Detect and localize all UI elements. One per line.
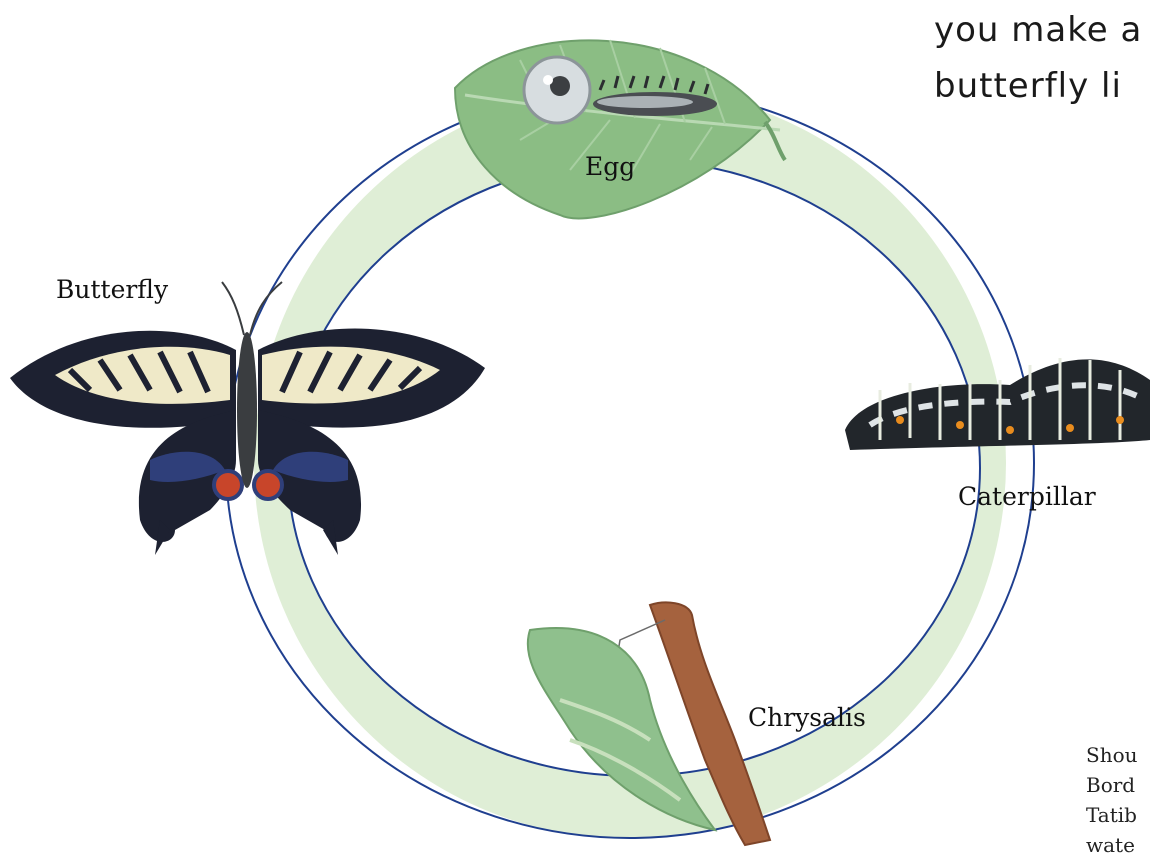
side-note-line-4: wate xyxy=(1086,832,1135,858)
stage-label-egg: Egg xyxy=(585,152,635,181)
side-note-line-2: Bord xyxy=(1086,772,1135,798)
egg-illustration xyxy=(524,57,590,123)
side-note-line-1: Shou xyxy=(1086,742,1138,768)
stage-label-caterpillar: Caterpillar xyxy=(958,482,1096,511)
stage-label-chrysalis: Chrysalis xyxy=(748,703,866,732)
side-note-line-3: Tatib xyxy=(1086,802,1137,828)
heading-line-2: butterfly li xyxy=(934,66,1122,106)
heading-line-1: you make a xyxy=(934,10,1142,50)
stage-label-butterfly: Butterfly xyxy=(56,275,168,304)
